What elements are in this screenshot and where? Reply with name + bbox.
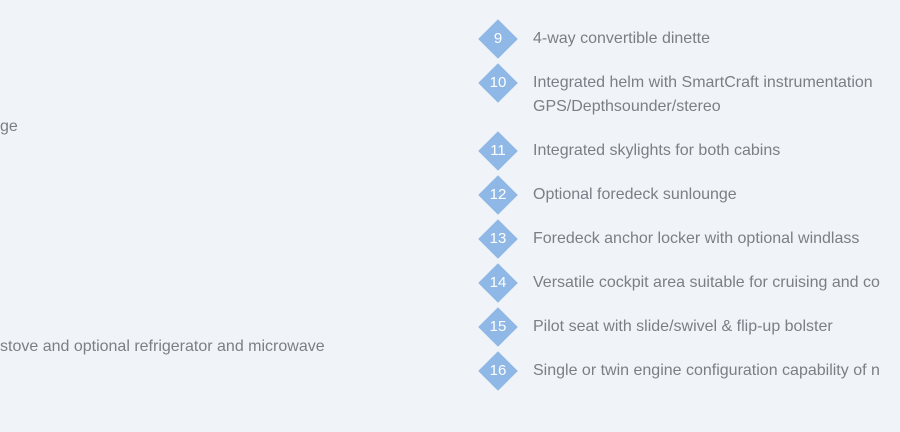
feature-number: 14 bbox=[489, 274, 507, 291]
feature-text: Optional foredeck sunlounge bbox=[533, 186, 737, 203]
feature-item: 10 Integrated helm with SmartCraft instr… bbox=[478, 63, 873, 127]
feature-number: 16 bbox=[489, 362, 507, 379]
feature-item: 11 Integrated skylights for both cabins bbox=[478, 131, 780, 171]
feature-text: Pilot seat with slide/swivel & flip-up b… bbox=[533, 318, 833, 335]
feature-text: Foredeck anchor locker with optional win… bbox=[533, 230, 860, 247]
number-badge: 12 bbox=[478, 175, 518, 215]
feature-item: 12 Optional foredeck sunlounge bbox=[478, 175, 737, 215]
feature-item: 14 Versatile cockpit area suitable for c… bbox=[478, 263, 880, 303]
number-badge: 16 bbox=[478, 351, 518, 391]
number-badge: 15 bbox=[478, 307, 518, 347]
left-feature-text-fragment: ge bbox=[0, 118, 18, 135]
feature-text: Integrated helm with SmartCraft instrume… bbox=[533, 63, 873, 119]
feature-number: 12 bbox=[489, 186, 507, 203]
number-badge: 9 bbox=[478, 19, 518, 59]
feature-text: Single or twin engine configuration capa… bbox=[533, 362, 880, 379]
number-badge: 13 bbox=[478, 219, 518, 259]
left-feature-text-fragment: stove and optional refrigerator and micr… bbox=[0, 338, 325, 355]
feature-text-line: Integrated helm with SmartCraft instrume… bbox=[533, 74, 873, 91]
number-badge: 11 bbox=[478, 131, 518, 171]
feature-number: 15 bbox=[489, 318, 507, 335]
feature-number: 9 bbox=[493, 30, 503, 47]
feature-number: 13 bbox=[489, 230, 507, 247]
feature-number: 10 bbox=[489, 74, 507, 91]
feature-item: 15 Pilot seat with slide/swivel & flip-u… bbox=[478, 307, 833, 347]
feature-item: 13 Foredeck anchor locker with optional … bbox=[478, 219, 859, 259]
feature-text: 4-way convertible dinette bbox=[533, 30, 710, 47]
feature-item: 16 Single or twin engine configuration c… bbox=[478, 351, 880, 391]
number-badge: 10 bbox=[478, 63, 518, 103]
feature-text-line: GPS/Depthsounder/stereo bbox=[533, 98, 721, 115]
feature-text: Integrated skylights for both cabins bbox=[533, 142, 781, 159]
feature-item: 9 4-way convertible dinette bbox=[478, 19, 710, 59]
number-badge: 14 bbox=[478, 263, 518, 303]
feature-text: Versatile cockpit area suitable for crui… bbox=[533, 274, 880, 291]
feature-number: 11 bbox=[490, 142, 506, 159]
